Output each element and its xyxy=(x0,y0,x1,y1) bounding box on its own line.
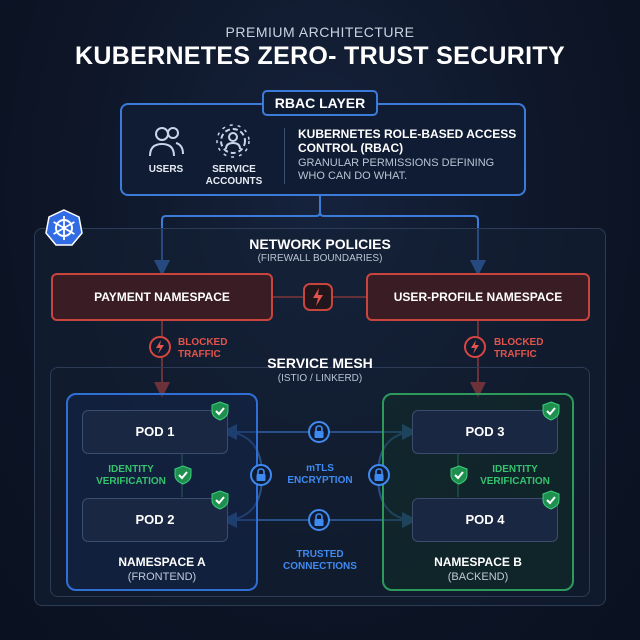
lightning-bolt-icon xyxy=(149,336,171,358)
lock-icon xyxy=(314,513,324,526)
namespace-b-name: NAMESPACE B xyxy=(434,555,522,569)
namespace-a-sub: (FRONTEND) xyxy=(127,571,197,583)
network-policies-title: NETWORK POLICIES xyxy=(249,236,391,252)
lock-icon xyxy=(374,468,384,481)
lightning-bolt-icon xyxy=(464,336,486,358)
pod-1: POD 1 xyxy=(82,410,228,454)
rbac-branch-line xyxy=(319,211,486,276)
rbac-heading: KUBERNETES ROLE-BASED ACCESS CONTROL (RB… xyxy=(298,127,517,155)
blocked-traffic-label: BLOCKED TRAFFIC xyxy=(494,337,544,360)
header-subtitle: PREMIUM ARCHITECTURE xyxy=(225,24,415,40)
service-mesh-panel xyxy=(50,367,590,597)
rbac-layer-panel xyxy=(120,103,526,196)
namespace-b-sub: (BACKEND) xyxy=(447,571,509,583)
rbac-description: GRANULAR PERMISSIONS DEFINING WHO CAN DO… xyxy=(298,157,495,182)
shield-check-icon xyxy=(211,401,229,421)
lock-badge xyxy=(308,421,330,443)
service-accounts-label: SERVICE ACCOUNTS xyxy=(205,164,263,187)
users-label: USERS xyxy=(148,164,184,175)
lightning-bolt-icon xyxy=(313,288,323,306)
user-profile-namespace-box: USER-PROFILE NAMESPACE xyxy=(366,273,590,321)
namespace-a-name: NAMESPACE A xyxy=(118,555,206,569)
service-account-icon xyxy=(216,124,250,158)
lock-icon xyxy=(314,425,324,438)
pod-2: POD 2 xyxy=(82,498,228,542)
shield-check-icon xyxy=(542,401,560,421)
blocked-traffic-label: BLOCKED TRAFFIC xyxy=(178,337,228,360)
pod-3: POD 3 xyxy=(412,410,558,454)
service-mesh-title: SERVICE MESH xyxy=(267,355,373,371)
shield-check-icon xyxy=(174,465,192,485)
network-policies-subtitle: (FIREWALL BOUNDARIES) xyxy=(257,253,383,264)
lock-badge xyxy=(250,464,272,486)
mtls-encryption-label: mTLS ENCRYPTION xyxy=(287,463,353,486)
identity-verification-label: IDENTITY VERIFICATION xyxy=(96,464,166,487)
page-title: KUBERNETES ZERO- TRUST SECURITY xyxy=(75,42,565,70)
shield-check-icon xyxy=(450,465,468,485)
identity-verification-label: IDENTITY VERIFICATION xyxy=(480,464,550,487)
trusted-connections-label: TRUSTED CONNECTIONS xyxy=(283,549,357,572)
kubernetes-logo-icon xyxy=(45,209,83,246)
rbac-layer-tag: RBAC LAYER xyxy=(262,90,378,116)
lock-icon xyxy=(256,468,266,481)
blocked-link-badge xyxy=(303,283,333,311)
shield-check-icon xyxy=(542,490,560,510)
users-icon xyxy=(149,127,184,157)
lock-badge xyxy=(368,464,390,486)
pod-4: POD 4 xyxy=(412,498,558,542)
service-mesh-subtitle: (ISTIO / LINKERD) xyxy=(277,373,363,384)
lock-badge xyxy=(308,509,330,531)
payment-namespace-box: PAYMENT NAMESPACE xyxy=(51,273,273,321)
rbac-divider xyxy=(284,128,285,184)
shield-check-icon xyxy=(211,490,229,510)
